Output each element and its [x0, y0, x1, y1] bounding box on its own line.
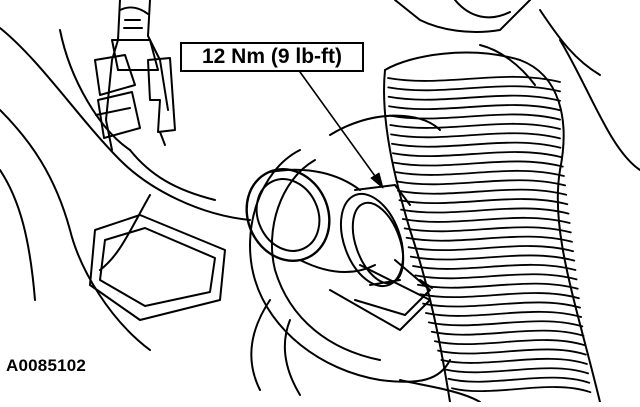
hose-rib	[395, 179, 566, 187]
hose-rib	[388, 113, 561, 121]
hose-rib	[389, 122, 561, 130]
hose-rib	[397, 188, 568, 196]
hose-rib	[451, 386, 592, 394]
hose-rib	[433, 339, 586, 347]
hose-rib	[401, 216, 571, 224]
hose-rib	[392, 151, 563, 159]
hose-rib	[393, 160, 564, 168]
figure-id-label: A0085102	[6, 356, 87, 375]
hose-rib	[405, 235, 573, 243]
torque-callout: 12 Nm (9 lb-ft)	[180, 42, 364, 72]
hose-rib	[407, 245, 575, 253]
hose-rib	[440, 357, 588, 365]
hose-rib	[400, 207, 570, 215]
hose-rib	[390, 132, 561, 140]
hose-rib	[416, 282, 579, 290]
hose-rib	[387, 94, 561, 102]
hose-rib	[443, 367, 589, 375]
hose-rib	[403, 226, 572, 234]
fitting-tube	[245, 167, 433, 316]
hose-rib	[422, 301, 581, 309]
hose-rib	[409, 254, 576, 262]
harness-connector	[94, 0, 169, 151]
hose-rib	[430, 329, 585, 337]
hose-rib	[427, 320, 584, 328]
connector-clip	[147, 57, 176, 146]
hose-rib	[414, 273, 578, 281]
hose-rib	[398, 198, 569, 206]
hose-rib	[447, 376, 591, 384]
hose-ribs	[387, 75, 592, 394]
hose-rib	[419, 292, 580, 300]
hose-rib	[437, 348, 587, 356]
upper-bracket	[394, 0, 640, 171]
leader-arrow	[299, 71, 384, 189]
hose-rib	[387, 85, 561, 93]
hose-rib	[391, 141, 562, 149]
hose-rib	[388, 104, 561, 112]
body-panel	[0, 27, 251, 351]
hose-rib	[394, 169, 565, 177]
hose-rib	[387, 75, 561, 83]
hose-rib	[425, 310, 583, 318]
hose-rib	[412, 263, 577, 271]
